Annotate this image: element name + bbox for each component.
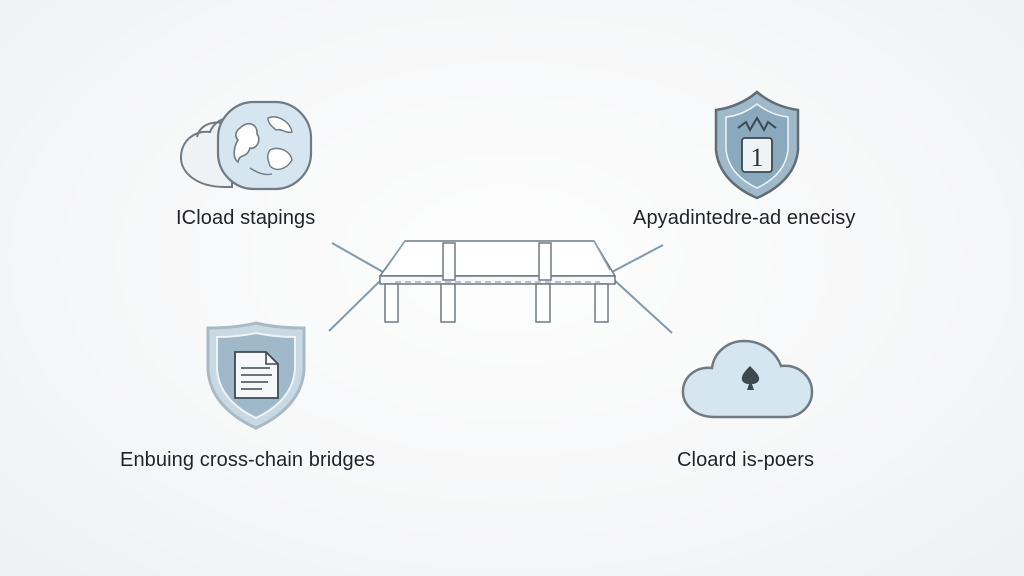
item-label-bottom-right: Cloard is-poers [677,449,815,471]
cloud-pin-icon [681,339,814,419]
shield-document-icon [206,321,306,430]
shield-number: 1 [751,143,764,172]
item-label-bottom-left: Enbuing cross-chain bridges [120,449,376,471]
connectors [328,242,673,334]
shield-number-icon: 1 [714,90,800,200]
item-label-top-right: Apyadintedre-ad enecisy [633,207,856,229]
bridge-icon [378,240,617,323]
connector-bottom-right [611,277,673,334]
cloud-globe-icon [179,100,313,191]
item-label-top-left: ICload stapings [176,207,316,229]
connector-bottom-left [328,277,384,332]
connector-top-right [611,244,664,273]
connector-top-left [331,242,384,273]
